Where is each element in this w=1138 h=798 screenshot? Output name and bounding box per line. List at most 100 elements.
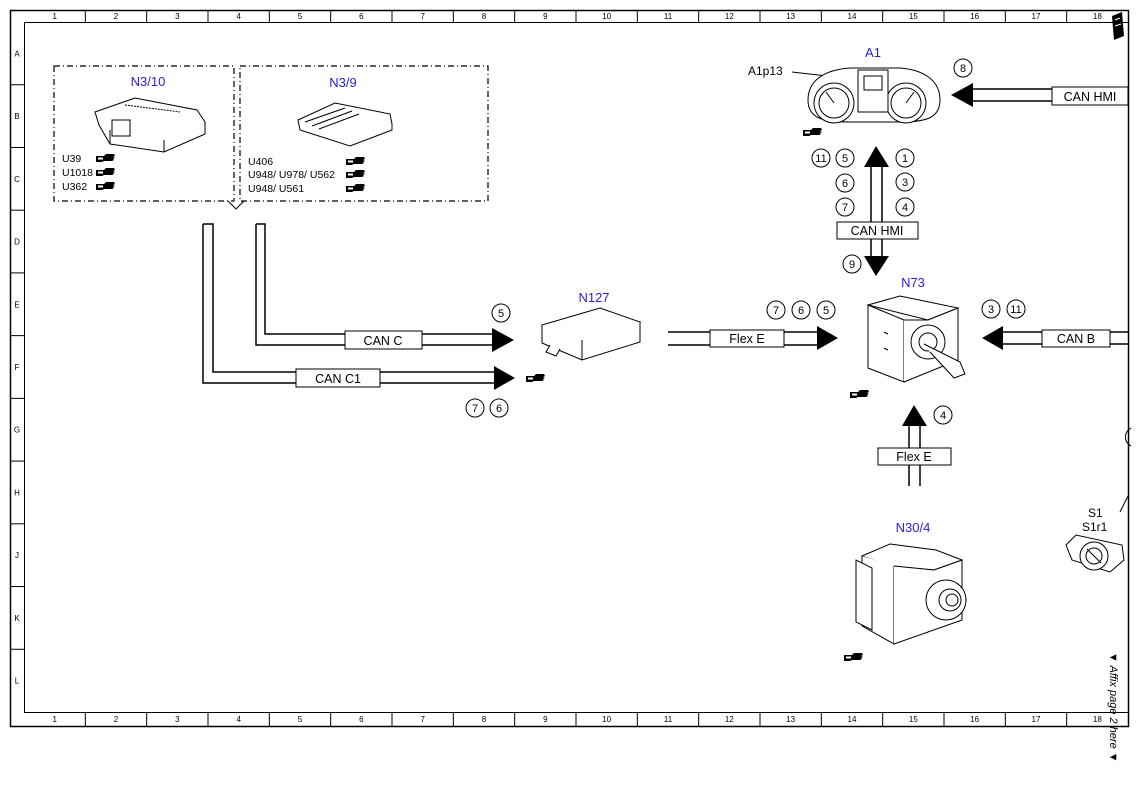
can-c-line[interactable] xyxy=(255,223,492,346)
callout-marker: 11 xyxy=(811,148,831,168)
grid-column-label: 12 xyxy=(725,12,734,21)
flex-e-up-arrow xyxy=(902,405,927,426)
callout-number: 7 xyxy=(472,403,478,415)
callout-circle xyxy=(842,254,862,274)
callout-marker: 7 xyxy=(766,300,786,320)
grid-column-label: 16 xyxy=(970,715,979,724)
grid-column-labels: 1122334455667788991010111112121313141415… xyxy=(52,10,1102,727)
grid-column-label: 13 xyxy=(786,715,795,724)
grid-row-label: E xyxy=(14,300,19,309)
callout-circle xyxy=(981,299,1001,319)
grid-column-label: 15 xyxy=(909,12,918,21)
callout-circle xyxy=(791,300,811,320)
reference-hand-icon[interactable] xyxy=(346,184,365,192)
a1p13-label: A1p13 xyxy=(748,64,783,78)
can-c-label-box xyxy=(344,330,423,350)
n3-10-component[interactable]: N3/10 U39 U1018 U362 xyxy=(62,74,206,193)
grid-column-label: 1 xyxy=(52,715,57,724)
callout-circle xyxy=(811,148,831,168)
grid-column-label: 14 xyxy=(848,12,857,21)
n127-component[interactable]: N127 xyxy=(540,290,642,361)
grid-row-label: L xyxy=(15,677,20,686)
callout-circle xyxy=(816,300,836,320)
can-hmi-vertical-line[interactable] xyxy=(870,165,883,258)
grid-column-label: 11 xyxy=(664,715,673,724)
grid-row-label: F xyxy=(15,363,20,372)
callout-number: 11 xyxy=(815,153,826,165)
flex-e-up-label: Flex E xyxy=(896,450,931,464)
callout-circle xyxy=(835,197,855,217)
callout-circle xyxy=(953,58,973,78)
reference-hand-icon[interactable] xyxy=(96,154,115,162)
callout-marker: 7 xyxy=(835,197,855,217)
callout-number: 3 xyxy=(902,177,908,189)
grid-column-label: 18 xyxy=(1093,12,1102,21)
n73-component[interactable]: N73 xyxy=(850,275,966,398)
flex-e-up-label-box xyxy=(877,447,952,466)
grid-column-label: 7 xyxy=(420,715,425,724)
callout-marker: 8 xyxy=(953,58,973,78)
grid-column-label: 3 xyxy=(175,12,180,21)
grid-column-label: 18 xyxy=(1093,715,1102,724)
ignition-switch-icon xyxy=(866,295,966,383)
grid-row-label: J xyxy=(15,551,19,560)
grid-column-label: 2 xyxy=(114,12,119,21)
reference-hand-icon[interactable] xyxy=(803,128,822,136)
page-marker-icon xyxy=(1112,12,1124,40)
n30-4-component[interactable]: N30/4 xyxy=(844,520,967,661)
reference-hand-icon[interactable] xyxy=(526,374,545,382)
callout-marker: 7 xyxy=(465,398,485,418)
can-hmi-down-arrow xyxy=(864,256,889,276)
reference-hand-icon[interactable] xyxy=(346,170,365,178)
n3-9-ref-1: U406 xyxy=(248,156,273,168)
affix-note: ▼ Affix page 2 here ▼ xyxy=(1107,652,1119,763)
grid-column-label: 8 xyxy=(482,12,487,21)
callout-marker: 1 xyxy=(895,148,915,168)
can-hmi-top-label: CAN HMI xyxy=(1064,90,1117,104)
callout-number: 5 xyxy=(498,308,504,320)
callout-number: 6 xyxy=(798,305,804,317)
callout-marker: 9 xyxy=(842,254,862,274)
can-hmi-top-arrow xyxy=(951,83,973,107)
partial-circle xyxy=(1124,427,1132,447)
grid-row-label: H xyxy=(14,488,20,497)
n30-4-label: N30/4 xyxy=(896,520,931,535)
can-c1-label: CAN C1 xyxy=(315,372,361,386)
can-c1-line[interactable] xyxy=(202,223,494,384)
n127-label: N127 xyxy=(578,290,609,305)
callout-circle xyxy=(895,172,915,192)
reference-hand-icon[interactable] xyxy=(96,168,115,176)
callout-number: 5 xyxy=(842,153,848,165)
s1r1-label: S1r1 xyxy=(1082,520,1108,534)
grid-column-label: 17 xyxy=(1032,715,1041,724)
grid-column-label: 8 xyxy=(482,715,487,724)
callout-circle xyxy=(895,197,915,217)
flex-e-arrow xyxy=(817,326,838,350)
reference-hand-icon[interactable] xyxy=(844,653,863,661)
grid-column-label: 14 xyxy=(848,715,857,724)
grid-row-label: B xyxy=(14,112,19,121)
grid-column-label: 15 xyxy=(909,715,918,724)
a1-component[interactable]: A1 A1p13 xyxy=(748,45,941,136)
can-hmi-label-box xyxy=(836,221,919,240)
grid-column-label: 4 xyxy=(236,12,241,21)
grid-column-label: 6 xyxy=(359,12,364,21)
flex-e-label: Flex E xyxy=(729,332,764,346)
callout-circle xyxy=(491,303,511,323)
callout-number: 7 xyxy=(773,305,779,317)
callout-marker: 6 xyxy=(791,300,811,320)
s1-component[interactable]: S1 S1r1 xyxy=(1065,495,1129,573)
can-c-arrow xyxy=(492,328,514,352)
grid-column-label: 1 xyxy=(52,12,57,21)
reference-hand-icon[interactable] xyxy=(96,182,115,190)
reference-hand-icon[interactable] xyxy=(850,390,869,398)
callout-circle xyxy=(895,148,915,168)
can-c-label: CAN C xyxy=(364,334,403,348)
can-hmi-top-label-box xyxy=(1051,86,1129,106)
reference-hand-icon[interactable] xyxy=(346,157,365,165)
callout-number: 4 xyxy=(940,410,946,422)
n3-10-ref-2: U1018 xyxy=(62,167,93,179)
n3-9-component[interactable]: N3/9 U406 U948/ U978/ U562 U948/ U561 xyxy=(248,75,393,195)
